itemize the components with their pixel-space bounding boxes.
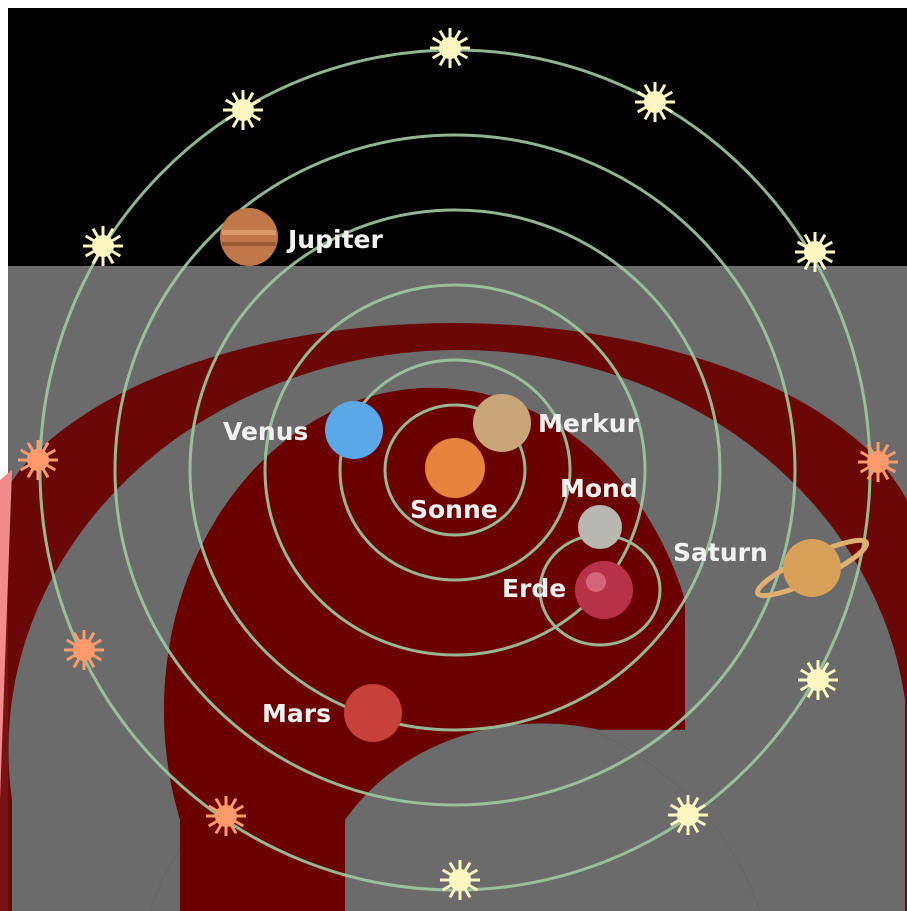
star-icon xyxy=(430,28,470,68)
star-icon xyxy=(83,226,123,266)
orbit-sonne-ring xyxy=(383,403,527,537)
star-icon xyxy=(635,82,675,122)
planet-erde xyxy=(575,561,633,619)
label-erde: Erde xyxy=(502,574,566,603)
star-icon xyxy=(668,795,708,835)
orbit-5 xyxy=(113,133,797,807)
planet-sonne xyxy=(425,438,485,498)
star-icon xyxy=(440,860,480,900)
label-merkur: Merkur xyxy=(538,409,640,438)
star-icon xyxy=(206,796,246,836)
star-icon xyxy=(18,440,58,480)
orbit-2 xyxy=(338,358,572,582)
orbit-3 xyxy=(263,283,647,657)
label-venus: Venus xyxy=(223,417,308,446)
star-icon xyxy=(858,442,898,482)
planet-mond xyxy=(578,505,622,549)
star-icon xyxy=(64,630,104,670)
label-sonne: Sonne xyxy=(410,495,498,524)
star-icon xyxy=(223,90,263,130)
label-mond: Mond xyxy=(560,474,638,503)
planet-merkur xyxy=(473,394,531,452)
star-icon xyxy=(795,232,835,272)
star-icon xyxy=(798,660,838,700)
label-mars: Mars xyxy=(262,699,331,728)
planet-venus xyxy=(325,401,383,459)
label-jupiter: Jupiter xyxy=(286,225,383,254)
orbit-4 xyxy=(188,208,722,732)
red-block xyxy=(163,387,685,911)
stars xyxy=(18,28,898,900)
planet-jupiter xyxy=(220,208,278,266)
label-saturn: Saturn xyxy=(673,538,768,567)
pink-sliver xyxy=(0,470,12,800)
planet-saturn xyxy=(754,537,870,599)
planet-mars xyxy=(344,684,402,742)
